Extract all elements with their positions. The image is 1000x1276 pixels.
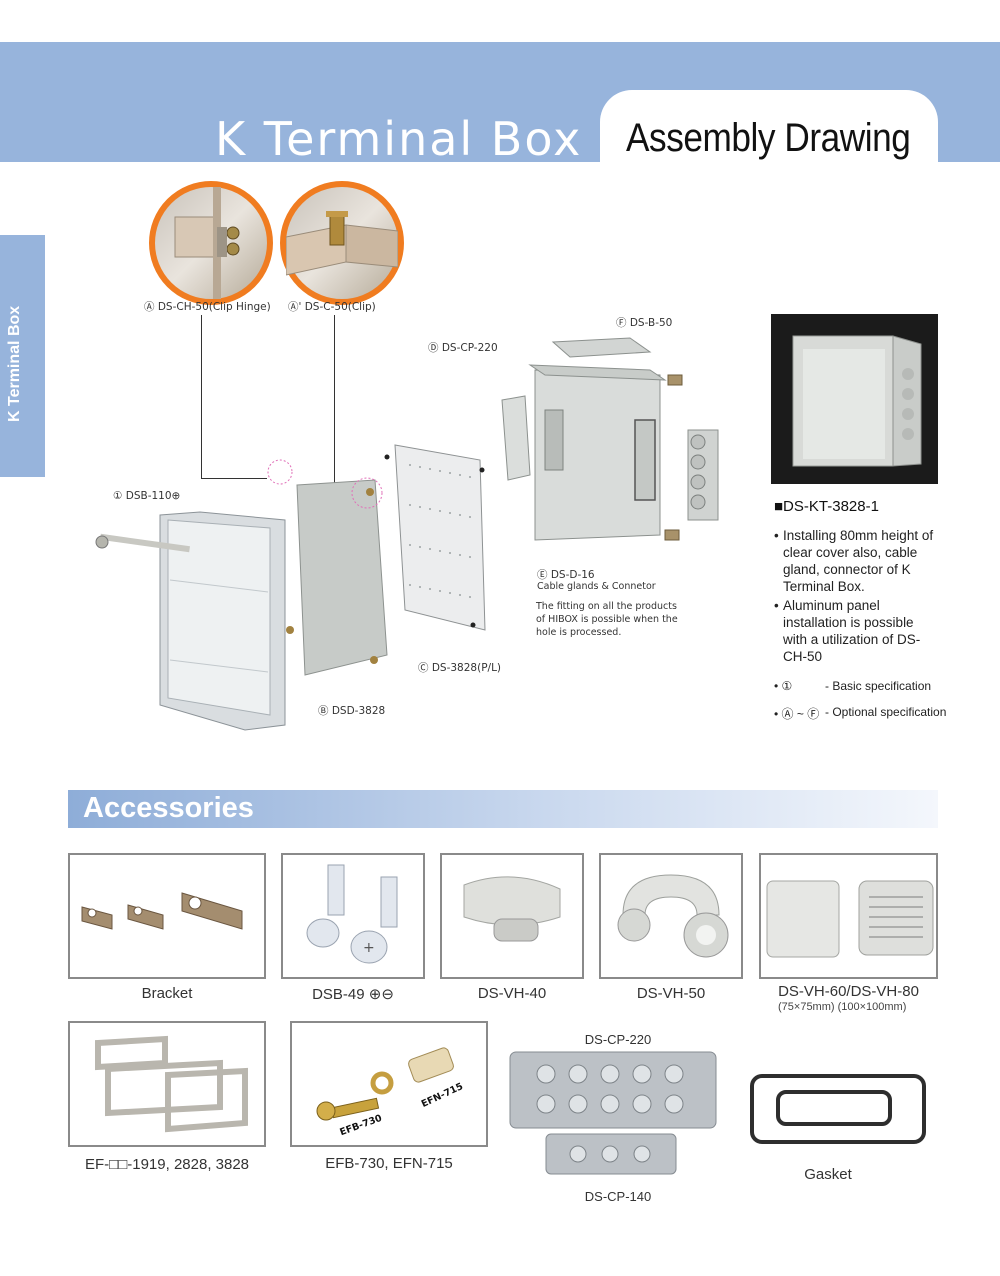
ds-vh-50-image: [599, 853, 743, 979]
callout-line: [334, 315, 335, 483]
legend-basic-text: - Basic specification: [825, 679, 932, 693]
spec-item: Aluminum panel installation is possible …: [774, 597, 939, 665]
spec-title: ■DS-KT-3828-1: [774, 498, 879, 515]
bracket-caption: Bracket: [141, 985, 193, 1002]
clip-hinge-detail-image: [149, 181, 273, 305]
ds-cp-140-caption: DS-CP-140: [584, 1189, 652, 1204]
accessories-band: [68, 790, 938, 828]
ef-frame-caption: EF-□□-1919, 2828, 3828: [84, 1156, 250, 1173]
ds-vh-60-80-image: [759, 853, 938, 979]
section-tab-label: Assembly Drawing: [626, 116, 911, 160]
bracket-image: [68, 853, 266, 979]
dsb-49-caption: DSB-49 ⊕⊖: [312, 986, 394, 1003]
dsb-49-image: +: [281, 853, 425, 979]
accessories-title: Accessories: [83, 792, 254, 824]
cp-label: Ⓓ DS-CP-220: [428, 342, 498, 354]
legend-optional-symbol: • Ⓐ ~ Ⓕ: [774, 707, 820, 721]
fitting-note: The fitting on all the products of HIBOX…: [536, 601, 678, 638]
ds-vh-40-image: [440, 853, 584, 979]
callout-line: [201, 315, 202, 478]
page-title: K Terminal Box: [215, 112, 583, 166]
dsd-label: Ⓑ DSD-3828: [318, 705, 386, 717]
clip-label: Ⓐ' DS-C-50(Clip): [288, 301, 376, 313]
ds-cp-image: [509, 1051, 717, 1175]
ds-vh-60-80-size: (75×75mm) (100×100mm): [778, 1001, 907, 1013]
legend-basic-symbol: • ①: [774, 679, 793, 693]
assembly-diagram: [95, 337, 719, 731]
d16-sub: Cable glands & Connetor: [537, 581, 656, 592]
side-tab-label: K Terminal Box: [6, 305, 23, 422]
clip-detail-image: [280, 181, 404, 305]
efb-efn-caption: EFB-730, EFN-715: [325, 1155, 453, 1172]
svg-text:+: +: [363, 940, 375, 956]
ds-vh-40-caption: DS-VH-40: [477, 985, 547, 1002]
gasket-image: [750, 1074, 926, 1144]
ef-frame-image: [68, 1021, 266, 1147]
product-photo: [771, 314, 938, 484]
b-label: Ⓕ DS-B-50: [616, 317, 673, 329]
spec-item: Installing 80mm height of clear cover al…: [774, 527, 939, 595]
panel-label: Ⓒ DS-3828(P/L): [418, 662, 502, 674]
efb-efn-image: [290, 1021, 488, 1147]
d16-label: Ⓔ DS-D-16: [537, 569, 595, 581]
spec-list: Installing 80mm height of clear cover al…: [774, 527, 939, 665]
gasket-caption: Gasket: [804, 1166, 852, 1183]
legend-optional-text: - Optional specification: [825, 705, 947, 719]
section-tab: [600, 90, 938, 170]
dsb-label: ① DSB-110⊕: [113, 490, 181, 502]
ds-cp-220-caption: DS-CP-220: [584, 1032, 652, 1047]
callout-line: [201, 478, 267, 479]
side-tab: [0, 235, 45, 477]
ds-vh-60-80-caption: DS-VH-60/DS-VH-80: [778, 983, 919, 1000]
clip-hinge-label: Ⓐ DS-CH-50(Clip Hinge): [144, 301, 271, 313]
ds-vh-50-caption: DS-VH-50: [636, 985, 706, 1002]
